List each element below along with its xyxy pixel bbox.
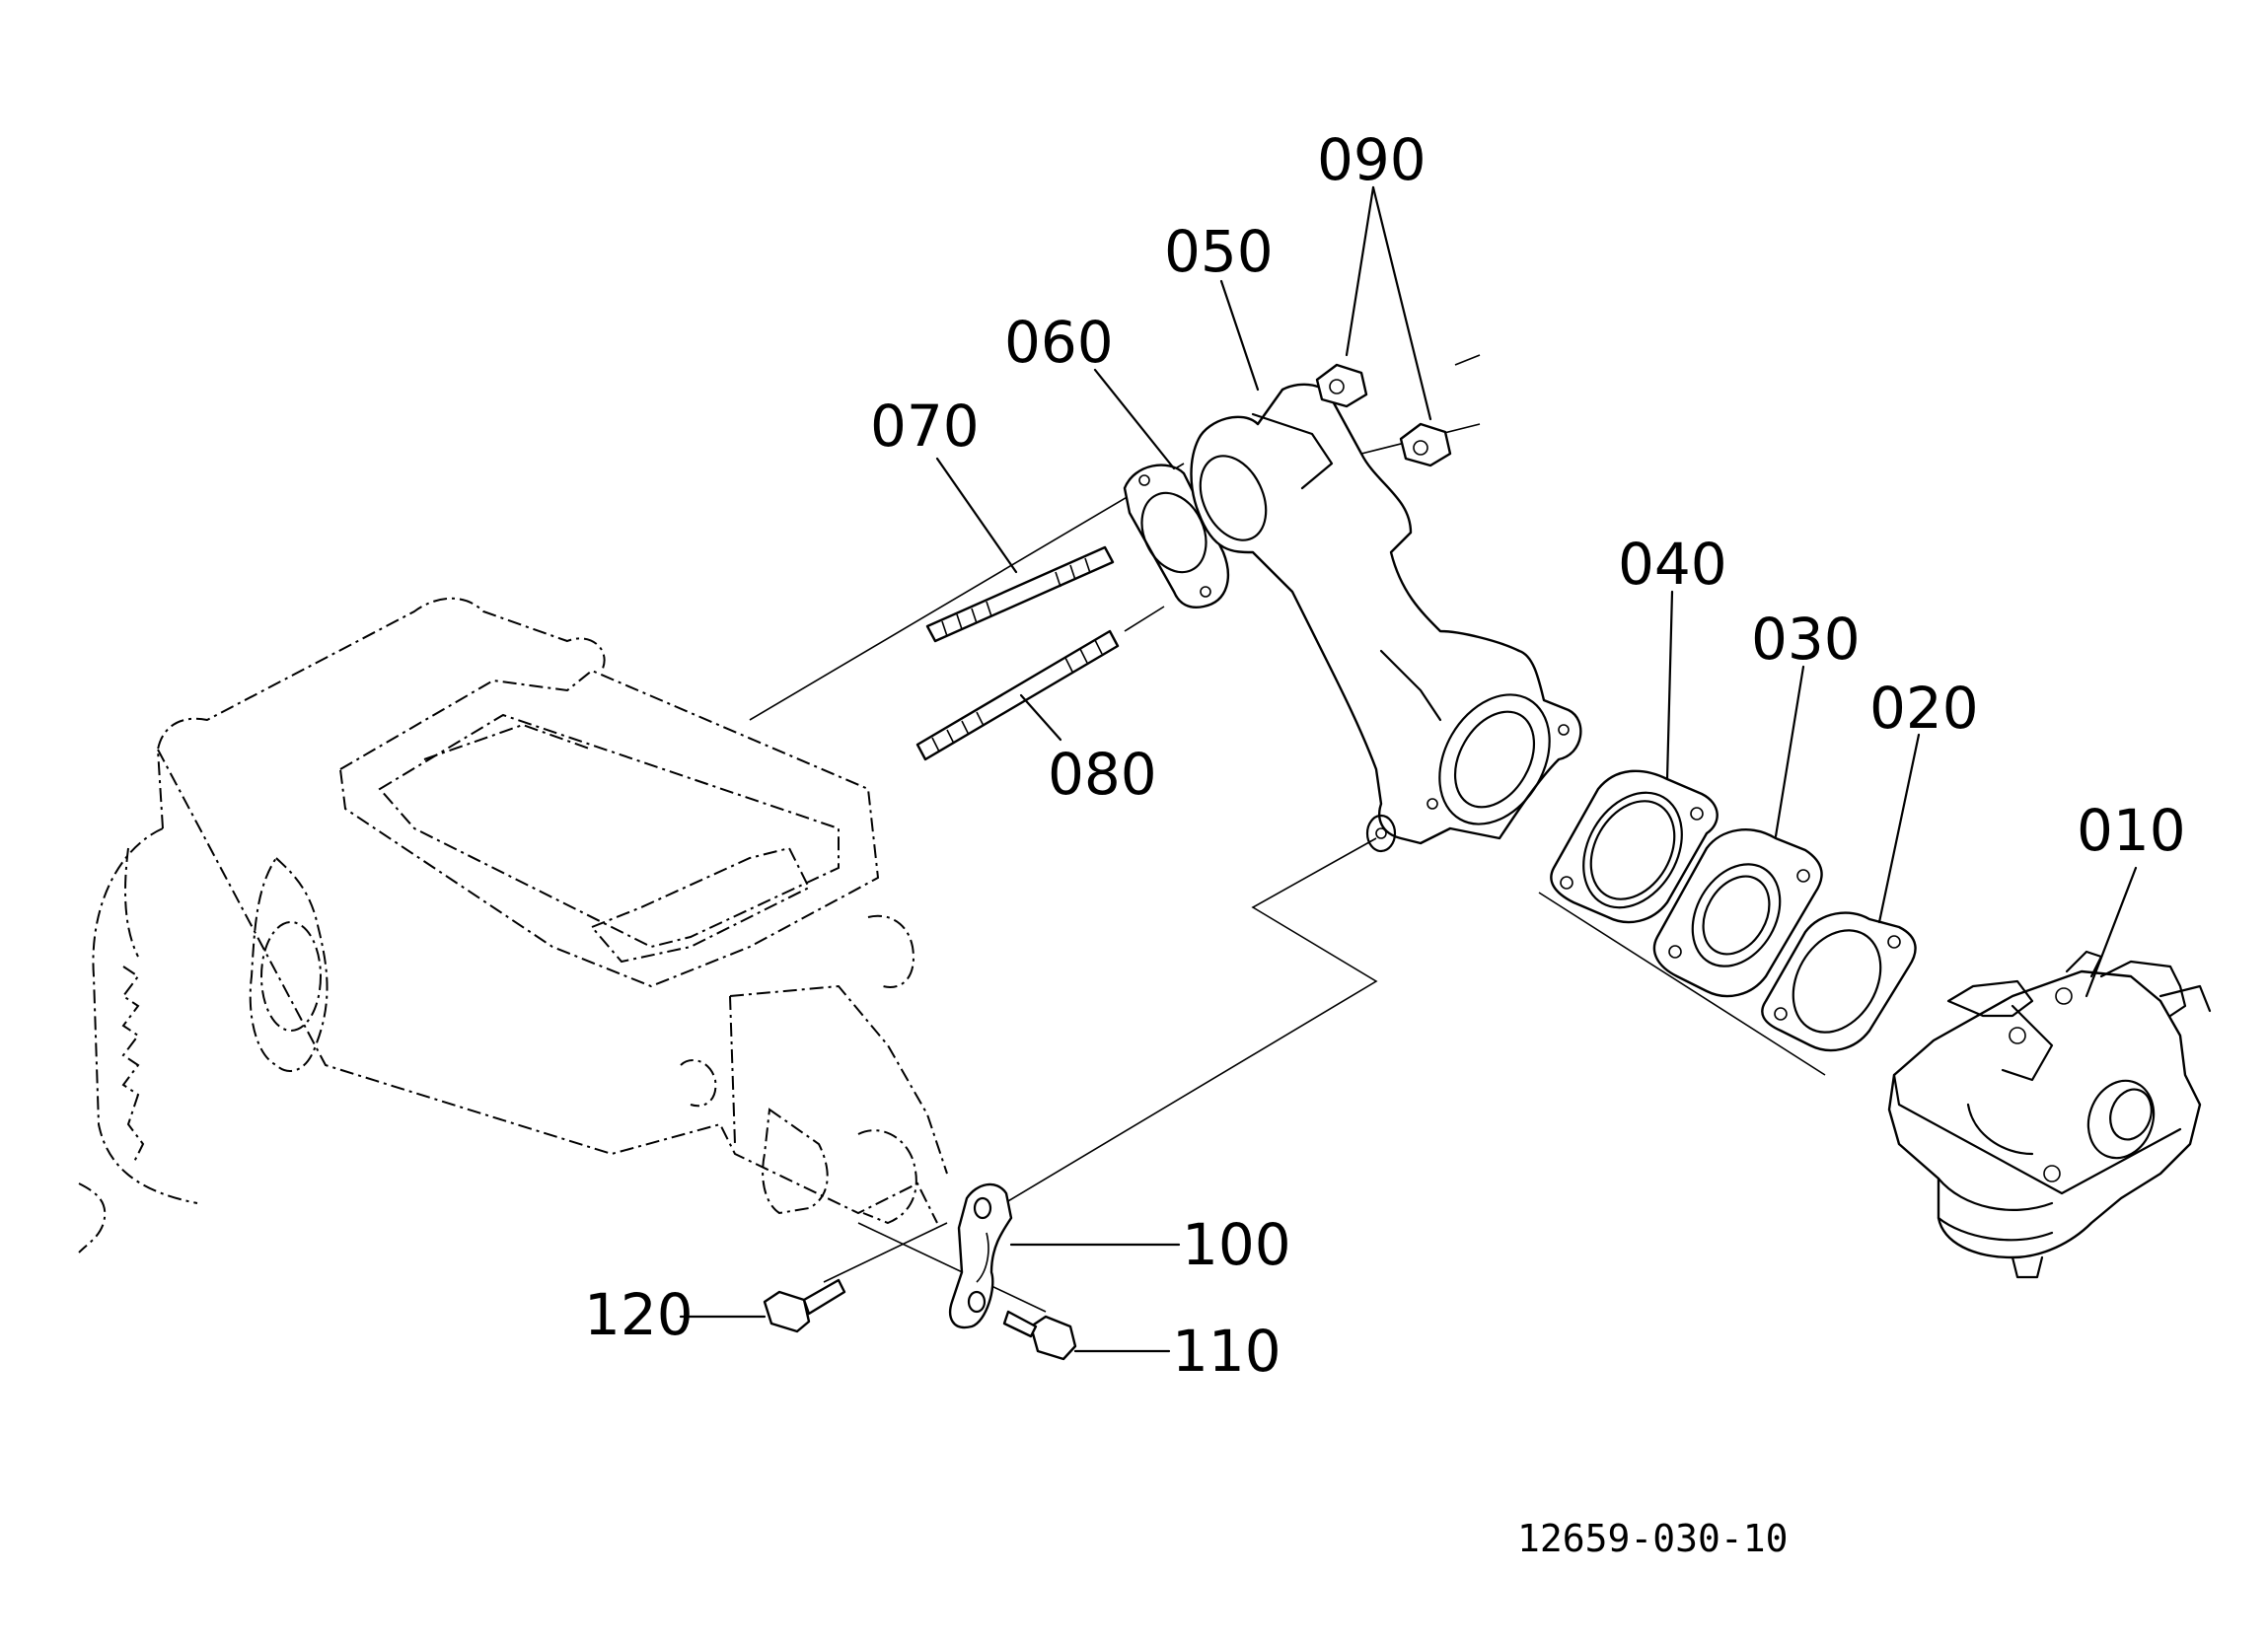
callout-labels: 090 050 060 070 080 040 030 020 010 100 … xyxy=(584,126,2186,1385)
callout-leaders xyxy=(679,185,2138,1353)
callout-120: 120 xyxy=(584,1281,694,1348)
gasket-020 xyxy=(1761,911,1917,1052)
callout-030: 030 xyxy=(1751,606,1861,673)
manifold-050 xyxy=(1190,383,1582,853)
engine-block xyxy=(78,597,948,1253)
bracket-100 xyxy=(949,1182,1013,1329)
spacer-030 xyxy=(1652,828,1823,998)
callout-060: 060 xyxy=(1004,309,1114,376)
callout-080: 080 xyxy=(1048,741,1157,808)
nut-090-upper xyxy=(1315,363,1368,408)
callout-110: 110 xyxy=(1172,1318,1281,1385)
callout-020: 020 xyxy=(1869,675,1979,742)
nut-090-lower xyxy=(1399,422,1452,467)
callout-010: 010 xyxy=(2077,797,2186,864)
callout-040: 040 xyxy=(1618,531,1727,598)
carburetor-010 xyxy=(1887,950,2212,1279)
callout-100: 100 xyxy=(1182,1211,1291,1278)
gasket-060 xyxy=(1123,464,1230,609)
callout-090: 090 xyxy=(1317,126,1427,193)
drawing-number: 12659-030-10 xyxy=(1517,1517,1789,1560)
callout-070: 070 xyxy=(870,393,980,460)
bolt-110 xyxy=(1002,1310,1077,1361)
stud-070 xyxy=(925,545,1115,643)
gasket-040 xyxy=(1550,769,1719,924)
bolt-120 xyxy=(763,1278,846,1333)
stud-080 xyxy=(915,629,1120,761)
callout-050: 050 xyxy=(1164,218,1274,285)
